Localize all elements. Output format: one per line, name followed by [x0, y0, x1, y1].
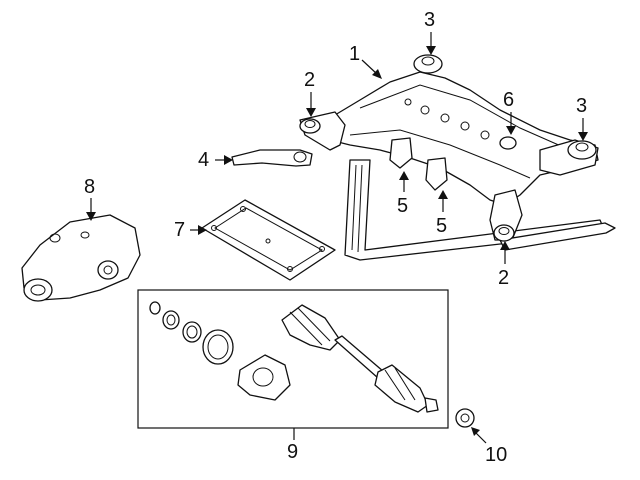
bushing-top-left	[299, 118, 321, 134]
callout-4: 4	[198, 149, 210, 171]
callout-1: 1	[349, 43, 361, 65]
callout-6: 6	[503, 89, 515, 111]
callout-3-top: 3	[424, 9, 436, 31]
callout-2-bottom: 2	[498, 267, 510, 289]
callout-2-top: 2	[304, 69, 316, 91]
mount-top	[413, 54, 443, 74]
bushing-bottom	[493, 224, 515, 242]
callout-3-right: 3	[576, 95, 588, 117]
cover-plate	[201, 199, 336, 281]
mount-right	[567, 140, 597, 160]
bushing-center	[499, 136, 517, 150]
link-arm	[231, 149, 313, 167]
callout-5-left: 5	[397, 195, 409, 217]
callout-5-right: 5	[436, 215, 448, 237]
callout-9: 9	[287, 441, 299, 463]
rear-subframe	[299, 71, 616, 261]
callout-8: 8	[84, 176, 96, 198]
axle-shaft-kit	[149, 301, 439, 413]
callout-10: 10	[485, 444, 508, 466]
leader-lines	[86, 32, 588, 444]
axle-shaft-kit-box	[137, 289, 449, 429]
axle-nut	[455, 408, 475, 428]
callout-7: 7	[174, 219, 186, 241]
differential	[21, 214, 141, 302]
